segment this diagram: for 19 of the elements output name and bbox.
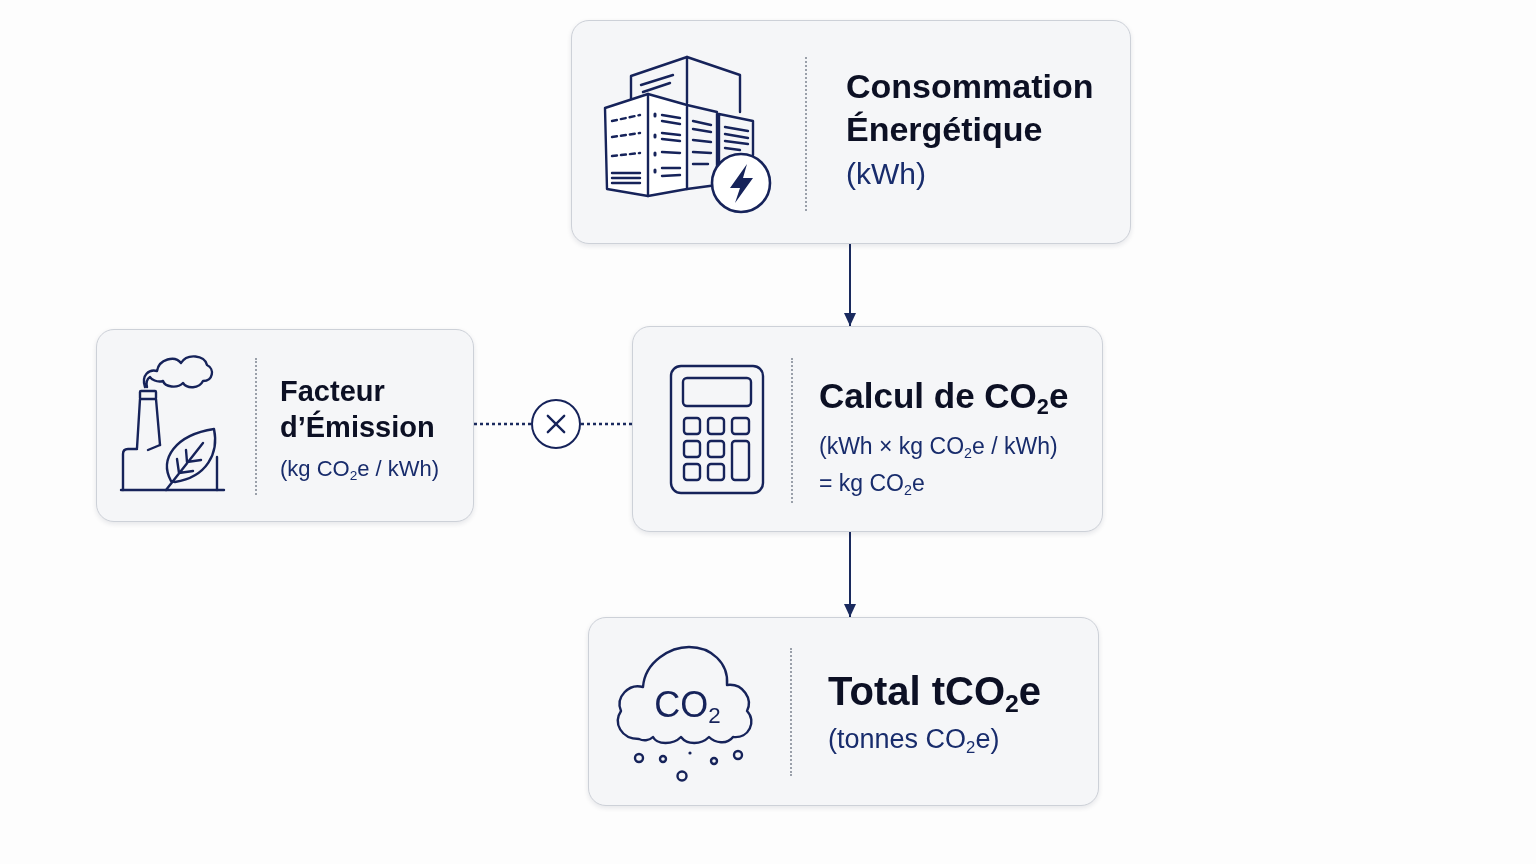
- unit-label: (kg CO$_{2}$e / kWh): [280, 455, 441, 483]
- process-box: [96, 329, 474, 522]
- unit-label: (tonnes CO$_{2}$e): [828, 723, 1001, 756]
- node-title: Consommation Énergétique: [846, 66, 1095, 150]
- node-title: Total tCO$_{2}$e: [828, 668, 1043, 715]
- node-title: Facteur d’Émission: [280, 374, 436, 445]
- process-box: [571, 20, 1131, 244]
- process-box: [588, 617, 1099, 806]
- arrow: [844, 531, 856, 618]
- arrow: [844, 243, 856, 327]
- dotted-connector: [581, 422, 632, 426]
- dotted-connector: [474, 422, 531, 426]
- cloud-label: CO$_{2}$: [653, 683, 722, 727]
- formula-text: = kg CO$_{2}$e: [819, 469, 926, 498]
- process-box: [632, 326, 1103, 532]
- operator-circle: [531, 399, 581, 449]
- node-title: Calcul de CO$_{2}$e: [819, 375, 1070, 417]
- formula-text: (kWh × kg CO$_{2}$e / kWh): [819, 432, 1059, 461]
- unit-label: (kWh): [846, 156, 927, 192]
